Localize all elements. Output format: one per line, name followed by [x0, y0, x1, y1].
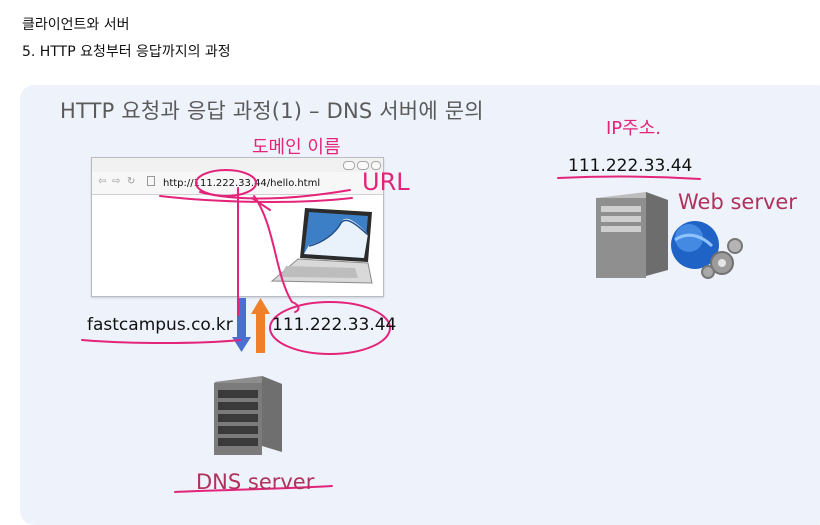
request-arrowhead [232, 337, 251, 352]
dns-server-label: DNS server [196, 470, 315, 494]
address-bar-url[interactable]: http://111.222.33.44/hello.html [163, 178, 321, 189]
window-close-icon [371, 161, 381, 170]
laptop-icon [270, 208, 373, 284]
web-server-label: Web server [678, 190, 797, 214]
dns-response-ip: 111.222.33.44 [272, 315, 397, 335]
request-arrow [237, 298, 246, 338]
forward-icon[interactable]: ⇨ [112, 176, 121, 187]
pen-annotations [81, 169, 701, 493]
dns-server-icon [214, 376, 282, 455]
lecture-subtitle: 5. HTTP 요청부터 응답까지의 과정 [22, 44, 231, 60]
page-icon [147, 176, 155, 186]
ip-address-annotation: IP주소. [606, 118, 662, 139]
globe-gear-icon [671, 221, 743, 279]
lecture-title: 클라이언트와 서버 [22, 17, 130, 33]
reload-icon[interactable]: ↻ [127, 176, 136, 187]
web-server-icon [596, 192, 668, 278]
response-arrowhead [251, 298, 270, 314]
back-icon[interactable]: ⇦ [98, 176, 107, 187]
diagram-graphics [81, 169, 743, 493]
url-annotation: URL [362, 168, 410, 196]
response-arrow [256, 313, 265, 353]
domain-name-annotation: 도메인 이름 [252, 137, 341, 158]
web-server-ip: 111.222.33.44 [568, 156, 693, 176]
window-maximize-icon [357, 161, 369, 170]
window-minimize-icon [343, 161, 355, 170]
domain-text: fastcampus.co.kr [87, 315, 233, 335]
slide-title: HTTP 요청과 응답 과정(1) – DNS 서버에 문의 [60, 99, 484, 123]
